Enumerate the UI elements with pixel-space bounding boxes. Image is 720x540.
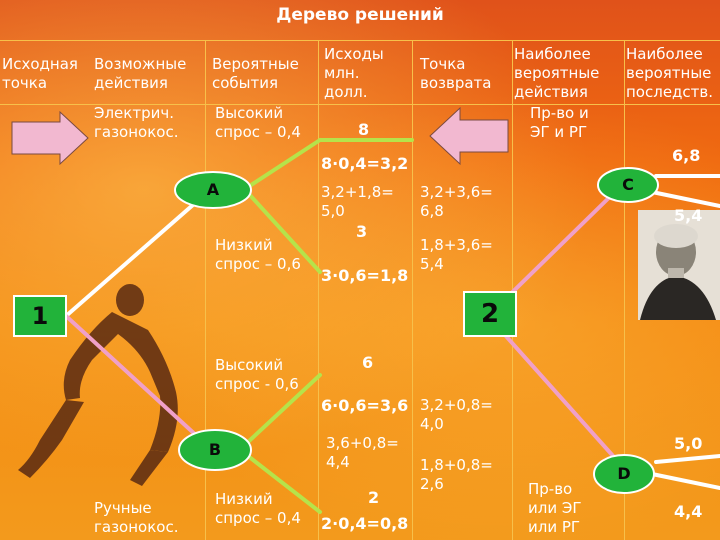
column-divider [318,40,319,540]
node-square-2 [463,291,517,337]
outcome-calc-1: 8·0,4=3,2 [321,154,409,173]
header-likely-consequences: Наиболее вероятные последств. [626,45,714,101]
consequence-5-4: 5,4 [674,206,703,225]
header-top-line [0,40,720,41]
column-divider [205,40,206,540]
header-likely-actions: Наиболее вероятные действия [514,45,600,101]
node-2-label: 2 [480,299,500,329]
node-b-label: B [208,440,222,459]
outcome-value-6: 6 [362,353,374,372]
header-return-point: Точка возврата [420,55,492,92]
node-a [174,171,252,209]
consequence-5-0: 5,0 [674,434,703,453]
outcome-sum-2: 3,6+0,8= 4,4 [326,434,399,471]
outcome-sum-1: 3,2+1,8= 5,0 [321,183,394,220]
node-c [597,167,659,203]
likely-action-bottom: Пр-во или ЭГ или РГ [528,480,582,536]
runner-illustration [18,284,178,486]
action-electric: Электрич. газонокос. [94,104,179,141]
outcome-calc-2: 3·0,6=1,8 [321,266,409,285]
consequence-6-8: 6,8 [672,146,701,165]
event-low-demand-1: Низкий спрос – 0,6 [215,236,301,273]
event-low-demand-2: Низкий спрос – 0,4 [215,490,301,527]
header-outcomes: Исходы млн. долл. [324,45,384,101]
header-possible-actions: Возможные действия [94,55,187,92]
header-bottom-line [0,104,720,105]
consequence-4-4: 4,4 [674,502,703,521]
node-1-label: 1 [31,302,49,330]
node-d [593,454,655,494]
node-square-1 [13,295,67,337]
outcome-value-2: 2 [368,488,380,507]
outcome-calc-4: 2·0,4=0,8 [321,514,409,533]
portrait-illustration [638,210,720,320]
header-start-point: Исходная точка [2,55,78,92]
likely-action-top: Пр-во и ЭГ и РГ [530,104,589,141]
arrow-right-icon [11,110,89,166]
outcome-value-8: 8 [358,120,370,139]
node-c-label: C [622,175,634,194]
arrow-left-icon [429,106,509,166]
header-probable-events: Вероятные события [212,55,299,92]
page-title: Дерево решений [276,5,444,25]
node-d-label: D [617,464,631,483]
return-calc-4: 1,8+0,8= 2,6 [420,456,493,493]
return-calc-2: 1,8+3,6= 5,4 [420,236,493,273]
return-calc-1: 3,2+3,6= 6,8 [420,183,493,220]
node-b [178,429,252,471]
column-divider [624,40,625,540]
column-divider [412,40,413,540]
outcome-calc-3: 6·0,6=3,6 [321,396,409,415]
return-calc-3: 3,2+0,8= 4,0 [420,396,493,433]
event-high-demand-1: Высокий спрос – 0,4 [215,104,301,141]
outcome-value-3: 3 [356,222,368,241]
event-high-demand-2: Высокий спрос - 0,6 [215,356,299,393]
node-a-label: A [206,180,220,199]
action-manual: Ручные газонокос. [94,499,179,536]
